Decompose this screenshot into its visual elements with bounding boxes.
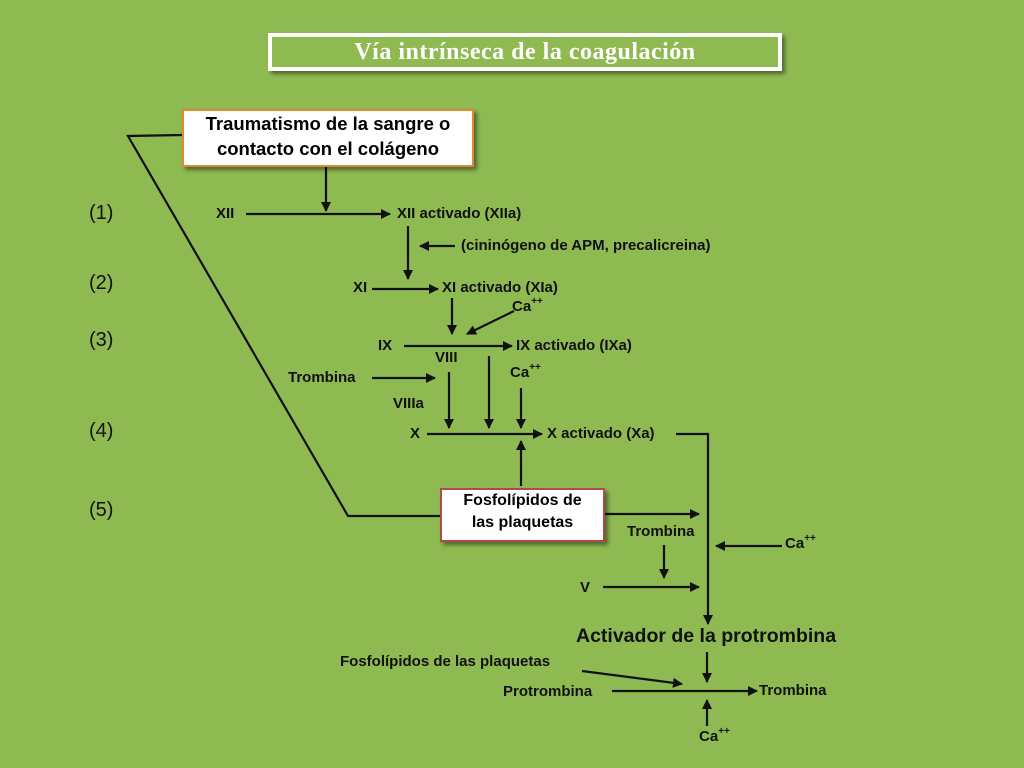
label-xi: XI <box>353 279 368 296</box>
trauma-line1: Traumatismo de la sangre o <box>205 113 451 134</box>
slide-title: Vía intrínseca de la coagulación <box>272 37 778 67</box>
label-trombina-1: Trombina <box>288 369 356 386</box>
label-ca-4: Ca++ <box>699 726 730 745</box>
label-viii: VIII <box>435 349 458 366</box>
bracket-line <box>126 133 440 518</box>
trauma-box: Traumatismo de la sangre o contacto con … <box>182 109 474 167</box>
title-box: Vía intrínseca de la coagulación <box>268 33 782 71</box>
fosfo-line2: las plaquetas <box>471 514 574 531</box>
step-4: (4) <box>89 420 114 442</box>
step-3: (3) <box>89 329 114 351</box>
label-xii: XII <box>216 205 235 222</box>
label-viiia: VIIIa <box>393 395 424 412</box>
label-x: X <box>410 425 421 442</box>
label-ca-1: Ca++ <box>512 296 543 315</box>
trauma-line2: contacto con el colágeno <box>216 138 440 159</box>
label-xia: XI activado (XIa) <box>442 279 558 296</box>
label-fosfolipidos-plaquetas: Fosfolípidos de las plaquetas <box>340 653 551 670</box>
label-v: V <box>580 579 591 596</box>
label-cininogeno: (cininógeno de APM, precalicreina) <box>461 237 711 254</box>
label-trombina-2: Trombina <box>627 523 695 540</box>
fosfolipidos-box: Fosfolípidos de las plaquetas <box>440 488 605 542</box>
label-xiia: XII activado (XIIa) <box>397 205 522 222</box>
label-trombina-out: Trombina <box>759 682 827 699</box>
arrow-ca-diagonal <box>466 310 515 335</box>
fosfo-line1: Fosfolípidos de <box>463 492 582 509</box>
label-ca-3: Ca++ <box>785 533 816 552</box>
arrow-xa-activador <box>676 432 713 625</box>
label-activador: Activador de la protrombina <box>576 625 837 647</box>
step-1: (1) <box>89 202 114 224</box>
arrow-fosfo-diagonal <box>581 669 683 688</box>
label-protrombina: Protrombina <box>503 683 593 700</box>
label-ca-2: Ca++ <box>510 362 541 381</box>
step-5: (5) <box>89 499 114 521</box>
label-ix: IX <box>378 337 393 354</box>
label-ixa: IX activado (IXa) <box>516 337 632 354</box>
label-xa: X activado (Xa) <box>547 425 655 442</box>
step-2: (2) <box>89 272 114 294</box>
